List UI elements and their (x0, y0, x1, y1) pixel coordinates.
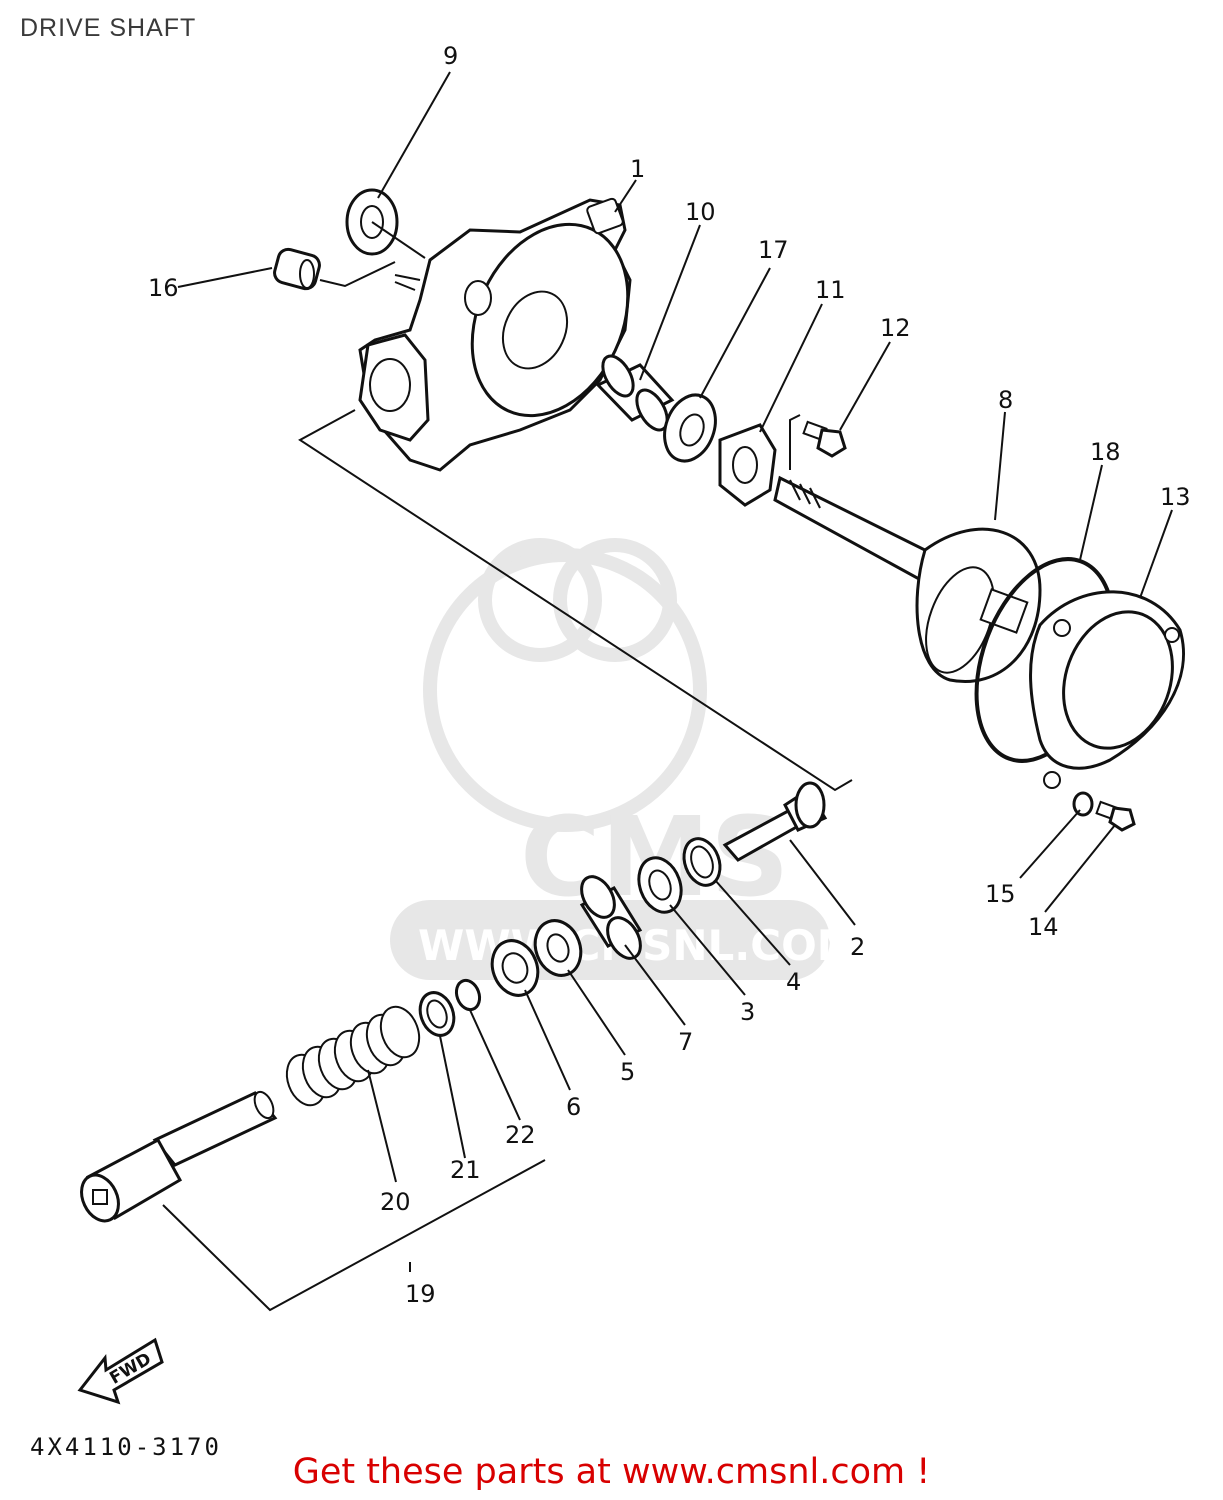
callout-14: 14 (1028, 913, 1059, 941)
nut-part-6 (490, 939, 540, 997)
circlip-part-22 (454, 978, 482, 1012)
callout-10: 10 (685, 198, 716, 226)
washer-part-15 (1072, 791, 1094, 817)
callout-5: 5 (620, 1058, 635, 1086)
callout-2: 2 (850, 933, 865, 961)
assembly-lines (162, 409, 853, 1312)
callout-18: 18 (1090, 438, 1121, 466)
bearing-part-5 (533, 919, 583, 977)
callout-6: 6 (566, 1093, 581, 1121)
callout-1: 1 (630, 155, 645, 183)
housing-part-1 (358, 197, 632, 472)
shim-part-4 (682, 837, 722, 887)
page-title: DRIVE SHAFT (20, 14, 197, 42)
plate-part-11 (718, 414, 801, 507)
diagram-code: 4X4110-3170 (30, 1433, 222, 1461)
callout-12: 12 (880, 314, 911, 342)
bearing-part-17 (663, 393, 717, 463)
callout-22: 22 (505, 1121, 536, 1149)
callout-9: 9 (443, 42, 458, 70)
callout-7: 7 (678, 1028, 693, 1056)
callout-17: 17 (758, 236, 789, 264)
sleeve-part-10 (595, 354, 675, 432)
callout-3: 3 (740, 998, 755, 1026)
callout-13: 13 (1160, 483, 1191, 511)
callout-8: 8 (998, 386, 1013, 414)
callout-20: 20 (380, 1188, 411, 1216)
callout-4: 4 (786, 968, 801, 996)
callout-16: 16 (148, 274, 179, 302)
callout-21: 21 (450, 1156, 481, 1184)
bearing-part-9 (345, 188, 426, 259)
bolt-part-14 (1095, 800, 1136, 832)
callout-labels: 1 2 3 4 5 6 7 8 9 10 11 12 13 14 15 16 1… (148, 42, 1191, 1308)
leader-lines (177, 71, 1173, 1183)
callout-11: 11 (815, 276, 846, 304)
promo-link[interactable]: Get these parts at www.cmsnl.com ! (292, 1452, 931, 1492)
spacer-part-7 (579, 875, 643, 960)
bolt-part-12 (802, 420, 847, 458)
bearing-part-3 (637, 856, 683, 914)
pinion-part-2 (722, 781, 828, 862)
shaft-gear-part-8 (773, 475, 1042, 683)
spring-part-20 (285, 1005, 421, 1107)
callout-19: 19 (405, 1280, 436, 1308)
cover-part-13 (1029, 590, 1185, 789)
shaft-part-19 (80, 1090, 278, 1223)
washer-part-21 (418, 991, 456, 1037)
callout-15: 15 (985, 880, 1016, 908)
fwd-arrow-icon: FWD (77, 1337, 164, 1405)
collar-part-16 (273, 247, 396, 291)
